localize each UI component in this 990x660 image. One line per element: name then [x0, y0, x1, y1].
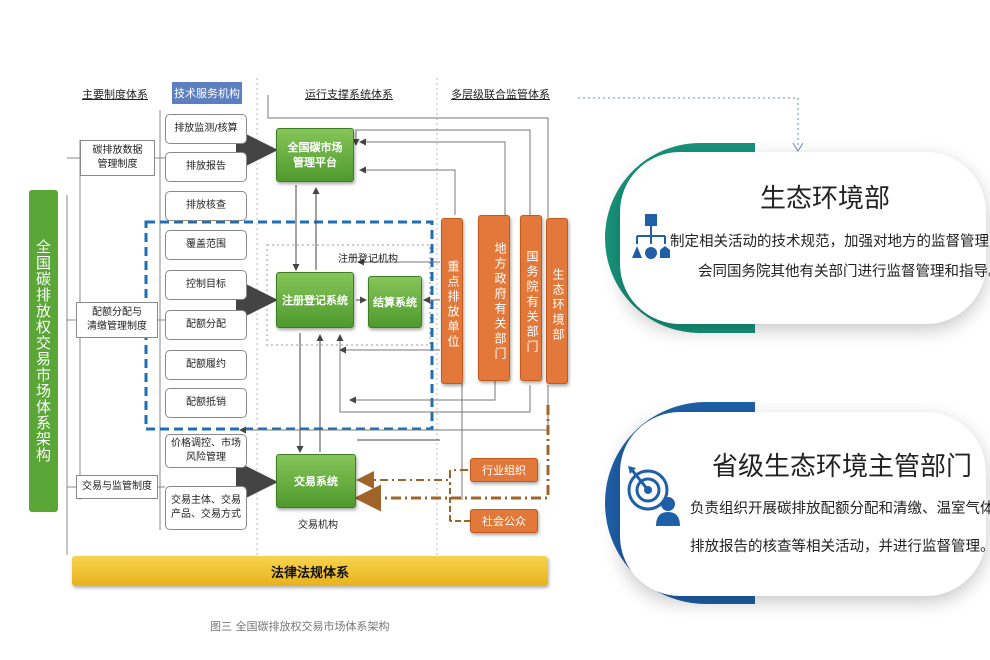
- card-2-line-1: 负责组织开展碳排放配额分配和清缴、温室气体: [690, 501, 990, 517]
- law-banner: 法律法规体系: [72, 556, 548, 586]
- trading-org-label: 交易机构: [298, 520, 338, 531]
- card-2-panel: [620, 412, 986, 596]
- category-data-mgmt: 碳排放数据 管理制度: [80, 140, 155, 176]
- law-banner-label: 法律法规体系: [270, 565, 349, 581]
- header-main-system: 主要制度体系: [82, 88, 148, 101]
- category-trade-mgmt: 交易与监管制度: [76, 475, 158, 499]
- card-2-line-2: 排放报告的核查等相关活动，并进行监督管理。: [690, 539, 990, 555]
- category-quota-mgmt: 配额分配与 清缴管理制度: [76, 302, 158, 338]
- tech-service-org: 技术服务机构: [172, 82, 242, 104]
- category-quota-mgmt-label: 配额分配与 清缴管理制度: [87, 307, 147, 332]
- supervisor-state-council: 国务院有关部门: [520, 215, 542, 381]
- system-registry: 注册登记系统: [276, 272, 354, 328]
- item-verify: 排放核查: [165, 191, 247, 221]
- item-allocation: 配额分配: [165, 310, 247, 340]
- category-trade-mgmt-label: 交易与监管制度: [82, 481, 152, 492]
- header-operation-support: 运行支撑系统体系: [305, 88, 393, 101]
- card-1-line-2: 会同国务院其他有关部门进行监督管理和指导。: [698, 264, 990, 280]
- social-public: 社会公众: [470, 509, 538, 533]
- supervisor-local-gov: 地方政府有关部门: [478, 215, 510, 381]
- figure-caption: 图三 全国碳排放权交易市场体系架构: [210, 620, 390, 633]
- industry-org: 行业组织: [470, 458, 538, 482]
- card-1-line-1: 制定相关活动的技术规范，加强对地方的监督管理，: [670, 234, 990, 250]
- card-2-title: 省级生态环境主管部门: [712, 452, 973, 482]
- system-settlement: 结算系统: [368, 276, 422, 328]
- item-monitor: 排放监测/核算: [165, 114, 247, 144]
- left-banner-text: 全国碳排放权交易市场体系架构: [34, 239, 52, 463]
- item-report: 排放报告: [165, 152, 247, 182]
- item-offset: 配额抵销: [165, 388, 247, 418]
- left-banner: 全国碳排放权交易市场体系架构: [29, 190, 58, 512]
- registry-org-label: 注册登记机构: [338, 254, 398, 265]
- item-price: 价格调控、市场 风险管理: [165, 434, 247, 468]
- card-1-panel: [620, 152, 986, 324]
- card-1-title: 生态环境部: [760, 184, 891, 214]
- system-platform: 全国碳市场 管理平台: [276, 128, 354, 182]
- system-trading: 交易系统: [276, 454, 356, 508]
- category-data-mgmt-label: 碳排放数据 管理制度: [92, 145, 143, 170]
- item-target: 控制目标: [165, 270, 247, 300]
- target-icon: [626, 466, 680, 530]
- hierarchy-icon: [632, 214, 670, 266]
- item-coverage: 覆盖范围: [165, 230, 247, 260]
- item-fulfill: 配额履约: [165, 350, 247, 380]
- supervisor-eco-env: 生态环境部: [546, 218, 568, 384]
- item-subjects: 交易主体、交易 产品、交易方式: [165, 486, 247, 530]
- supervisor-key-units: 重点排放单位: [441, 218, 463, 384]
- header-multilevel-supervision: 多层级联合监管体系: [451, 88, 550, 101]
